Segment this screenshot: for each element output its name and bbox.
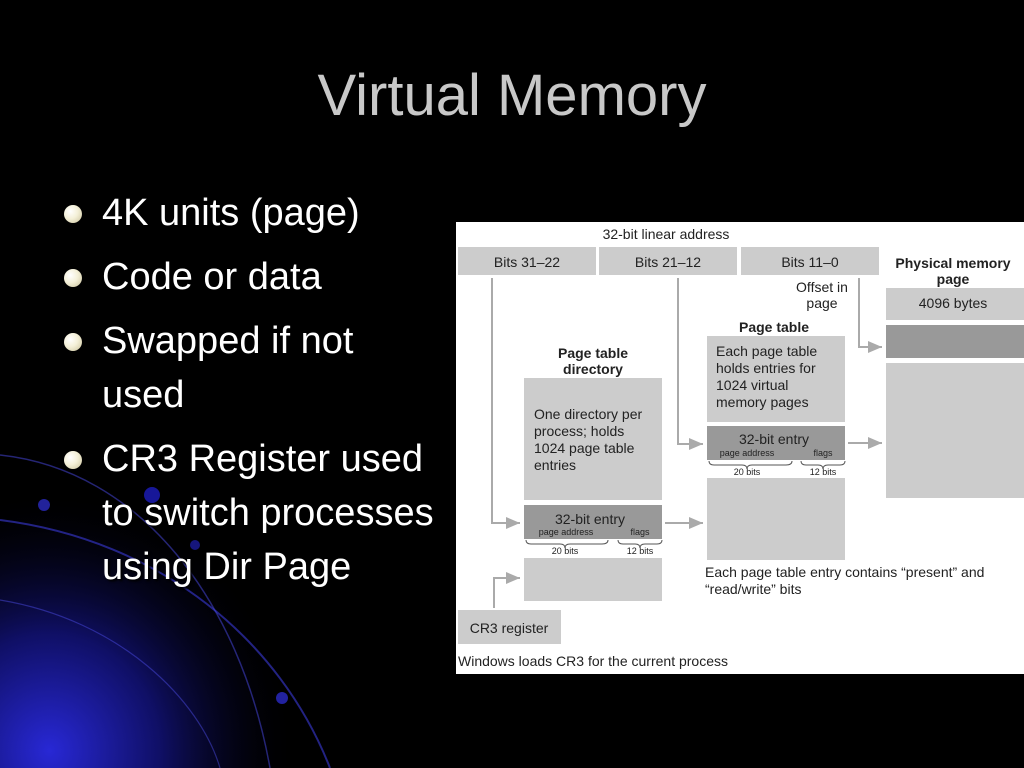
bullet-list: 4K units (page) Code or data Swapped if … <box>62 186 442 604</box>
page-table-entry-label: 32-bit entry <box>739 431 809 447</box>
offset-arrow <box>858 278 882 353</box>
page-table-page-address-label: page address <box>720 448 775 458</box>
bullet-item: CR3 Register used to switch processes us… <box>62 432 442 594</box>
bits-offset-label: Bits 11–0 <box>781 254 839 270</box>
bullet-dot-icon <box>64 451 82 469</box>
bracket-12-bits <box>617 539 663 549</box>
physical-size-box <box>886 288 1024 320</box>
page-table-entry-box <box>707 426 845 460</box>
directory-index-arrow <box>491 278 520 529</box>
page-table-12-bits-label: 12 bits <box>810 467 837 477</box>
bullet-item: Swapped if not used <box>62 314 442 422</box>
physical-title-2: page <box>937 271 970 287</box>
virtual-memory-diagram: 32-bit linear address Bits 31–22 Bits 21… <box>456 222 1024 674</box>
directory-desc-line: One directory per <box>534 406 642 422</box>
entry-note-line-2: “read/write” bits <box>705 581 801 597</box>
bracket-20-bits <box>708 460 793 470</box>
bits-offset-box <box>741 247 879 275</box>
table-index-arrow <box>677 278 703 450</box>
bullet-text: 4K units (page) <box>102 192 360 234</box>
directory-page-address-label: page address <box>539 527 594 537</box>
page-table-title: Page table <box>739 319 809 335</box>
bits-table-box <box>599 247 737 275</box>
bullet-item: Code or data <box>62 250 442 304</box>
directory-entry-label: 32-bit entry <box>555 511 625 527</box>
bullet-dot-icon <box>64 269 82 287</box>
page-table-lower-box <box>707 478 845 560</box>
offset-label-2: page <box>806 295 837 311</box>
bullet-dot-icon <box>64 205 82 223</box>
bullet-text: Code or data <box>102 256 322 298</box>
page-table-flags-label: flags <box>813 448 833 458</box>
page-table-desc-line: 1024 virtual <box>716 377 788 393</box>
directory-lower-box <box>524 558 662 601</box>
bullet-item: 4K units (page) <box>62 186 442 240</box>
offset-label-1: Offset in <box>796 279 848 295</box>
slide-title: Virtual Memory <box>317 63 707 128</box>
directory-flags-label: flags <box>630 527 650 537</box>
linear-address-label: 32-bit linear address <box>603 226 730 242</box>
directory-20-bits-label: 20 bits <box>552 546 579 556</box>
bracket-20-bits <box>525 539 609 549</box>
directory-title-2: directory <box>563 361 623 377</box>
directory-title-1: Page table <box>558 345 628 361</box>
physical-title-1: Physical memory <box>895 255 1010 271</box>
bits-table-label: Bits 21–12 <box>635 254 701 270</box>
cr3-register-label: CR3 register <box>470 620 549 636</box>
cr3-register-box <box>458 610 561 644</box>
cr3-arrow <box>493 572 520 608</box>
directory-desc-line: process; holds <box>534 423 624 439</box>
page-table-desc-line: holds entries for <box>716 360 816 376</box>
physical-lower-box <box>886 363 1024 498</box>
page-table-desc-box <box>707 336 845 422</box>
physical-active-row <box>886 325 1024 358</box>
directory-entry-box <box>524 505 662 539</box>
page-table-20-bits-label: 20 bits <box>734 467 761 477</box>
bits-dir-box <box>458 247 596 275</box>
bracket-12-bits <box>800 460 846 470</box>
bits-dir-label: Bits 31–22 <box>494 254 560 270</box>
diagram-svg: 32-bit linear address Bits 31–22 Bits 21… <box>458 226 1024 669</box>
bullet-text: CR3 Register used to switch processes us… <box>102 438 434 588</box>
page-table-desc-line: memory pages <box>716 394 809 410</box>
entry-note-line-1: Each page table entry contains “present”… <box>705 564 984 580</box>
directory-desc-line: 1024 page table <box>534 440 635 456</box>
diagram-footer: Windows loads CR3 for the current proces… <box>458 653 728 669</box>
directory-desc-line: entries <box>534 457 576 473</box>
directory-desc-box <box>524 378 662 500</box>
page-table-desc-line: Each page table <box>716 343 817 359</box>
directory-12-bits-label: 12 bits <box>627 546 654 556</box>
bullet-dot-icon <box>64 333 82 351</box>
physical-size-label: 4096 bytes <box>919 295 988 311</box>
bullet-text: Swapped if not used <box>102 320 354 416</box>
